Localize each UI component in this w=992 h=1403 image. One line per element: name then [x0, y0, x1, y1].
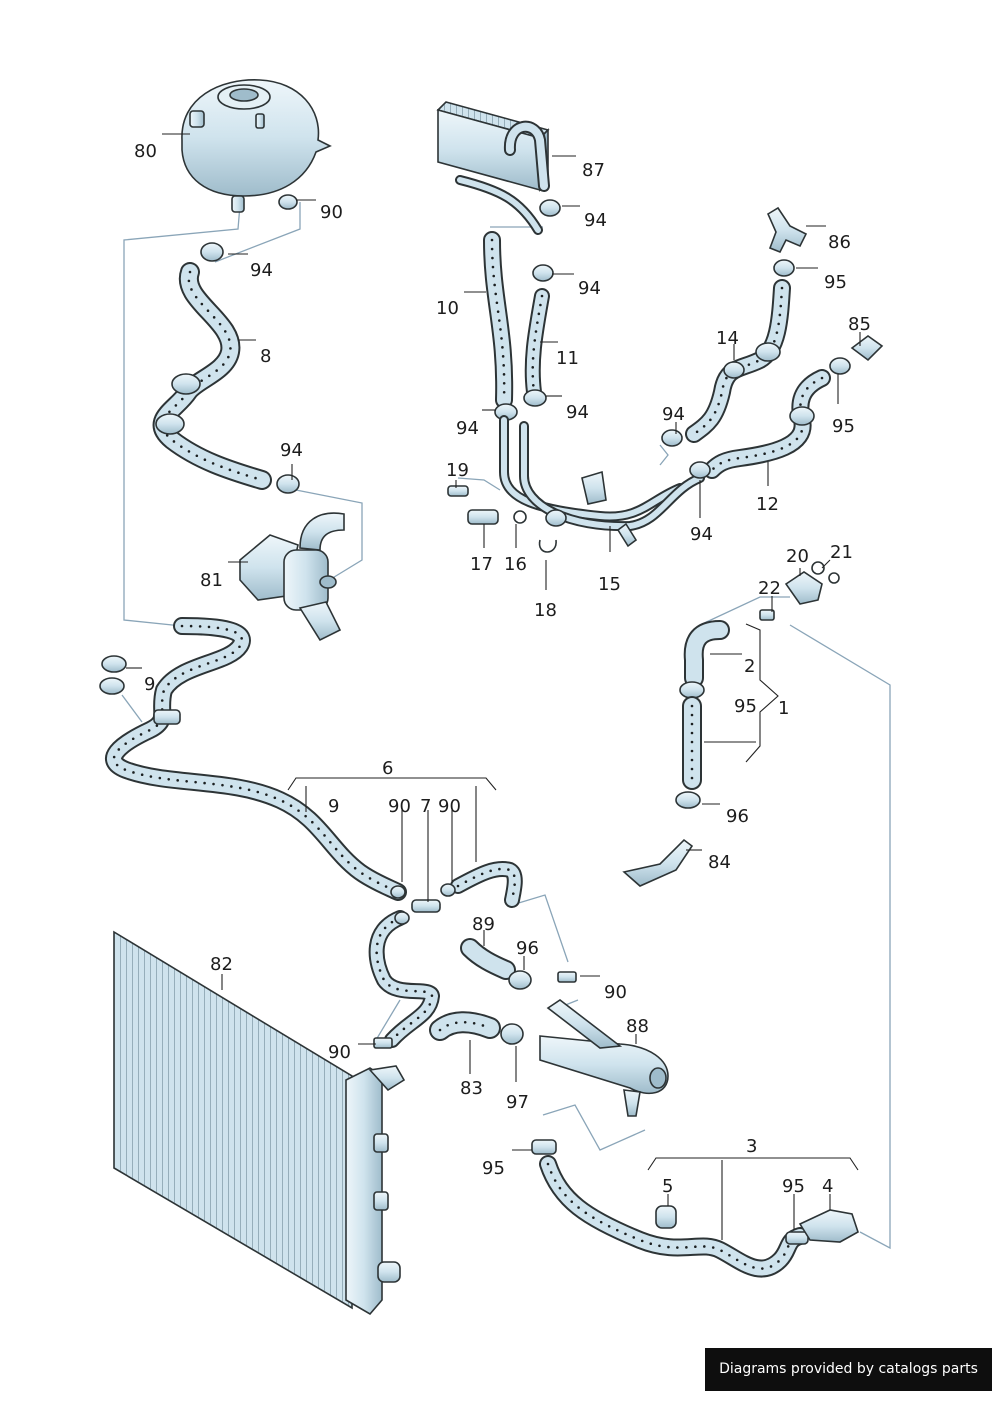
label-94: 94 — [250, 260, 273, 281]
label-81: 81 — [200, 570, 223, 591]
label-89: 89 — [472, 914, 495, 935]
label-2: 2 — [744, 656, 755, 677]
label-20: 20 — [786, 546, 809, 567]
hose-outlet-group — [429, 938, 669, 1117]
label-14: 14 — [716, 328, 739, 349]
label-90: 90 — [438, 796, 461, 817]
label-87: 87 — [582, 160, 605, 181]
clamp-group-tank — [200, 194, 300, 494]
label-15: 15 — [598, 574, 621, 595]
radiator — [113, 930, 406, 1316]
coolant-valve — [239, 512, 345, 642]
attribution-banner: Diagrams provided by catalogs parts — [705, 1348, 992, 1391]
coolant-hose-14 — [661, 206, 808, 447]
label-22: 22 — [758, 578, 781, 599]
coolant-hose-8 — [152, 262, 272, 490]
label-1: 1 — [778, 698, 789, 719]
label-90: 90 — [388, 796, 411, 817]
label-19: 19 — [446, 460, 469, 481]
label-94: 94 — [690, 524, 713, 545]
label-3: 3 — [746, 1136, 757, 1157]
label-94: 94 — [662, 404, 685, 425]
label-8: 8 — [260, 346, 271, 367]
label-95: 95 — [482, 1158, 505, 1179]
label-6: 6 — [382, 758, 393, 779]
coolant-hose-12 — [689, 335, 884, 479]
label-94: 94 — [584, 210, 607, 231]
label-86: 86 — [828, 232, 851, 253]
label-9: 9 — [144, 674, 155, 695]
label-94: 94 — [578, 278, 601, 299]
label-17: 17 — [470, 554, 493, 575]
label-94: 94 — [566, 402, 589, 423]
coolant-hose-9 — [99, 617, 407, 901]
assembly-guide-lines — [121, 202, 891, 1250]
label-96: 96 — [726, 806, 749, 827]
label-94: 94 — [280, 440, 303, 461]
label-18: 18 — [534, 600, 557, 621]
label-5: 5 — [662, 1176, 673, 1197]
label-9: 9 — [328, 796, 339, 817]
label-90: 90 — [328, 1042, 351, 1063]
label-90: 90 — [604, 982, 627, 1003]
label-21: 21 — [830, 542, 853, 563]
label-82: 82 — [210, 954, 233, 975]
coolant-hose-6 — [368, 861, 523, 1049]
label-90: 90 — [320, 202, 343, 223]
label-88: 88 — [626, 1016, 649, 1037]
thermostat-hose-assembly — [622, 561, 840, 887]
label-95: 95 — [832, 416, 855, 437]
label-10: 10 — [436, 298, 459, 319]
part-number-labels: 80 90 94 8 94 81 9 87 94 94 10 11 94 94 … — [134, 141, 871, 1197]
label-85: 85 — [848, 314, 871, 335]
label-83: 83 — [460, 1078, 483, 1099]
label-4: 4 — [822, 1176, 833, 1197]
label-16: 16 — [504, 554, 527, 575]
label-95: 95 — [782, 1176, 805, 1197]
heater-core — [436, 101, 550, 235]
label-80: 80 — [134, 141, 157, 162]
label-97: 97 — [506, 1092, 529, 1113]
label-11: 11 — [556, 348, 579, 369]
label-95: 95 — [824, 272, 847, 293]
heater-hoses-10-11 — [483, 199, 561, 421]
label-96: 96 — [516, 938, 539, 959]
coolant-hose-3 — [531, 1139, 859, 1278]
label-12: 12 — [756, 494, 779, 515]
coolant-pipe-assembly — [499, 415, 705, 548]
expansion-tank — [181, 79, 332, 213]
label-94: 94 — [456, 418, 479, 439]
label-95: 95 — [734, 696, 757, 717]
label-84: 84 — [708, 852, 731, 873]
leader-lines — [126, 133, 861, 1240]
small-fittings — [447, 485, 557, 553]
label-7: 7 — [420, 796, 431, 817]
